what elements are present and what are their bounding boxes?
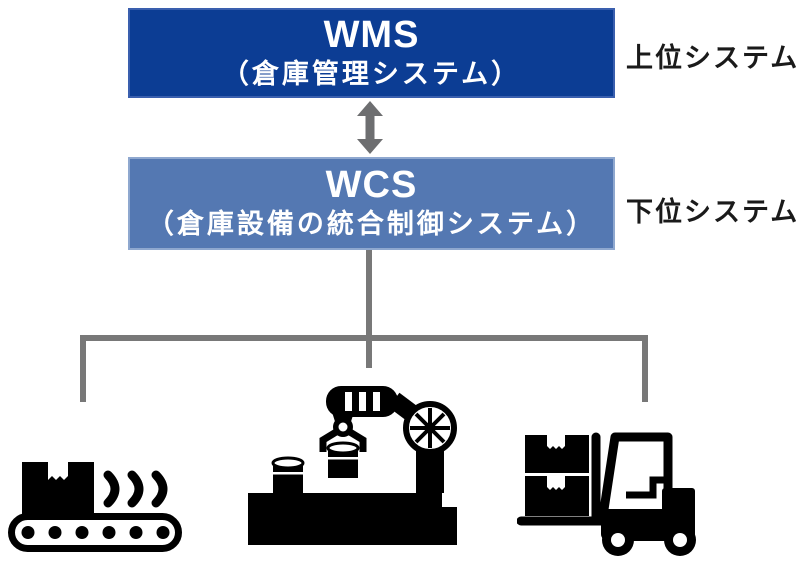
branch-line-left [80, 335, 86, 402]
robot-arm-icon [248, 386, 457, 545]
robot-arm-equipment [246, 386, 458, 546]
forklift-equipment [516, 432, 701, 562]
conveyor-icon [8, 462, 182, 552]
wcs-title: WCS [325, 164, 418, 207]
conveyor-equipment [8, 460, 182, 552]
bidirectional-arrow-icon [357, 101, 383, 154]
wcs-subtitle: （倉庫設備の統合制御システム） [146, 209, 597, 240]
wms-wcs-link [354, 101, 386, 154]
wms-subtitle: （倉庫管理システム） [221, 58, 522, 89]
branch-line-center [366, 250, 372, 368]
lower-system-label: 下位システム [626, 197, 800, 227]
forklift-icon [516, 432, 696, 556]
wms-title: WMS [323, 13, 420, 56]
branch-line-right [642, 335, 648, 402]
wms-box: WMS （倉庫管理システム） [128, 8, 615, 98]
wcs-box: WCS （倉庫設備の統合制御システム） [128, 157, 615, 250]
upper-system-label: 上位システム [626, 43, 800, 73]
branch-line-horizontal [80, 335, 648, 341]
